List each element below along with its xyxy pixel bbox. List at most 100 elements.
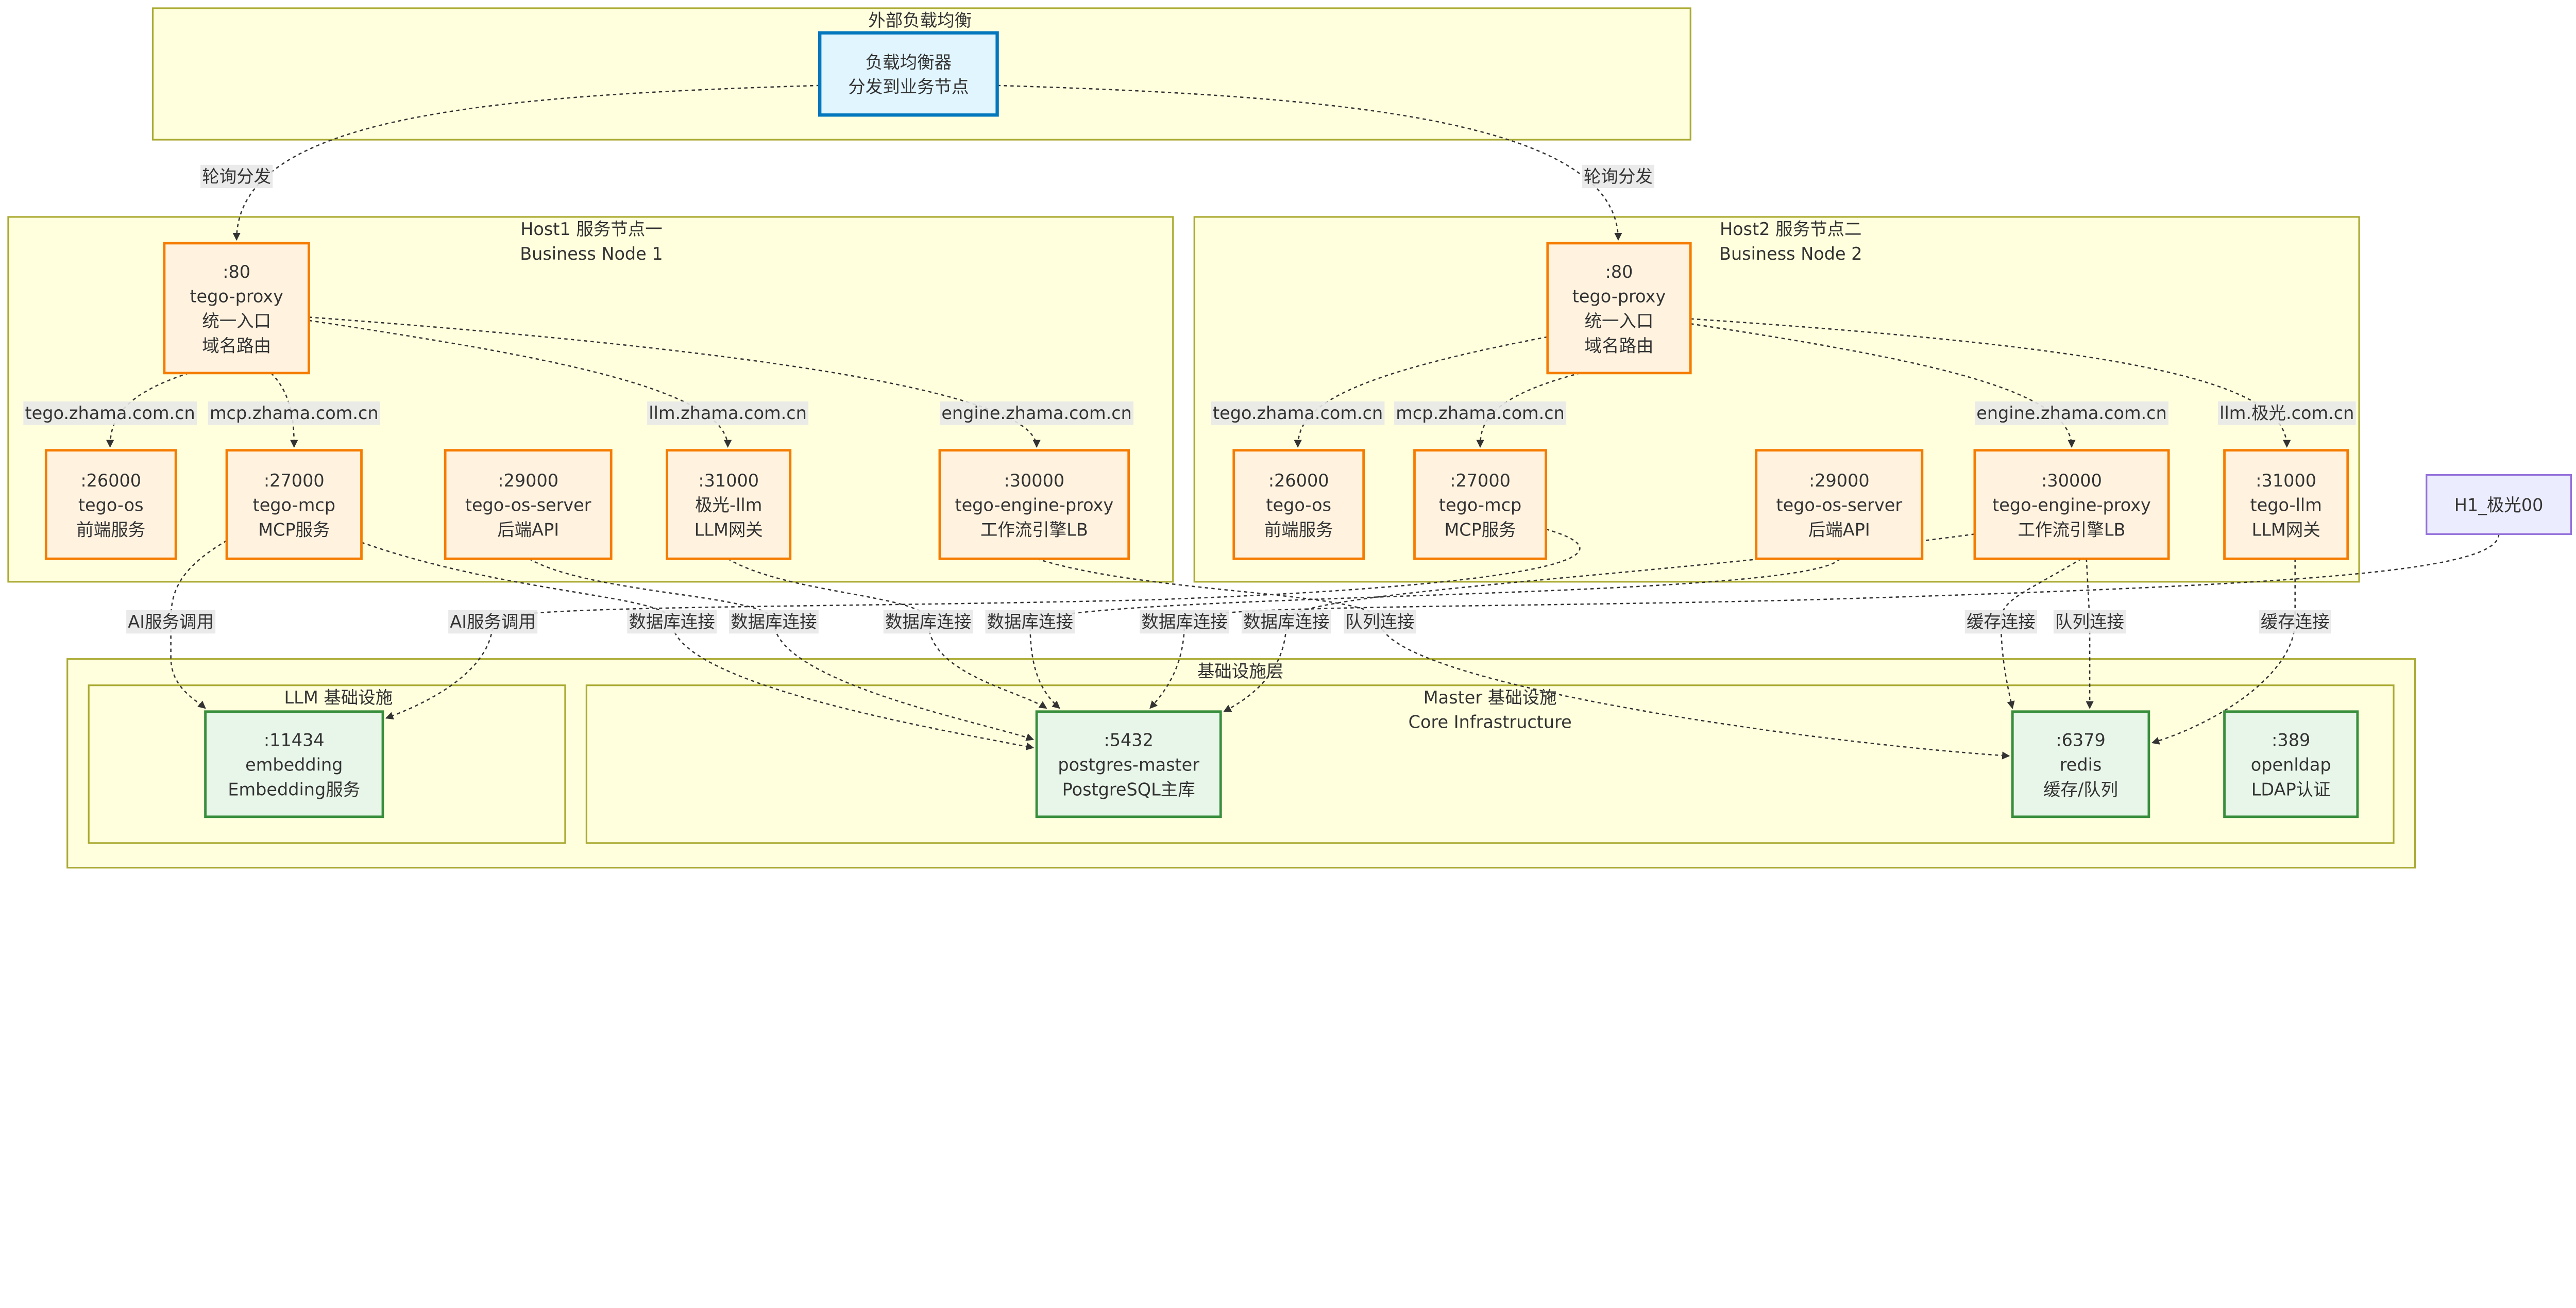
edge-label-text: tego.zhama.com.cn xyxy=(25,403,195,423)
cluster-title: Master 基础设施 xyxy=(1423,687,1557,708)
edge-label-text: AI服务调用 xyxy=(450,612,536,632)
node-label: tego-proxy xyxy=(190,287,283,307)
node-label: 统一入口 xyxy=(202,311,271,331)
node-label: tego-engine-proxy xyxy=(1992,495,2151,515)
nodes: 负载均衡器分发到业务节点:80tego-proxy统一入口域名路由:26000t… xyxy=(44,31,2572,818)
node-box xyxy=(1755,449,1924,560)
edge-label: tego.zhama.com.cn xyxy=(23,401,197,425)
edge-label-bg xyxy=(647,401,809,425)
node-label: Embedding服务 xyxy=(228,779,360,799)
node-label: :26000 xyxy=(80,471,141,491)
node-label: tego-mcp xyxy=(253,495,335,515)
node-box xyxy=(818,31,999,117)
node-label: tego-os-server xyxy=(1776,495,1902,515)
edge-label-bg xyxy=(985,610,1075,634)
edge-label-text: 轮询分发 xyxy=(1584,166,1653,187)
edge-label: 数据库连接 xyxy=(729,610,819,634)
edge-label-text: 数据库连接 xyxy=(731,612,817,632)
edge-label-bg xyxy=(23,401,197,425)
edge-label-text: AI服务调用 xyxy=(128,612,214,632)
edge-label-bg xyxy=(1975,401,2168,425)
edge-label-bg xyxy=(1582,164,1655,189)
node-label: :31000 xyxy=(698,471,759,491)
node-label: tego-os xyxy=(78,495,144,515)
edge-label-text: engine.zhama.com.cn xyxy=(941,403,1132,423)
edge-label: 缓存连接 xyxy=(2259,610,2331,634)
edge-label-bg xyxy=(2217,401,2356,425)
edge-label-bg xyxy=(208,401,380,425)
edge-label-text: engine.zhama.com.cn xyxy=(1976,403,2167,423)
architecture-diagram: 外部负载均衡 Host1 服务节点一 Business Node 1 Host2… xyxy=(7,7,2572,869)
cluster-subtitle: Business Node 2 xyxy=(1719,244,1862,264)
edge-label-text: 缓存连接 xyxy=(1967,612,2036,632)
edge-lb-to-h1-proxy xyxy=(232,85,820,241)
node-box xyxy=(2426,474,2572,535)
cluster-title: Host1 服务节点一 xyxy=(520,219,662,239)
edge-label-bg xyxy=(627,610,717,634)
edge-label-text: mcp.zhama.com.cn xyxy=(1396,403,1565,423)
node-label: embedding xyxy=(245,755,343,775)
node-label: :30000 xyxy=(2041,471,2102,491)
node-label: 缓存/队列 xyxy=(2043,779,2118,799)
node-box xyxy=(1546,242,1692,375)
edge-h2-mcp-to-embedding xyxy=(385,528,1581,719)
node-h1-jiguang[interactable]: H1_极光00 xyxy=(2426,474,2572,535)
node-label: tego-os-server xyxy=(465,495,591,515)
node-label: 域名路由 xyxy=(202,336,271,356)
node-label: tego-os xyxy=(1266,495,1331,515)
cluster-title: Host2 服务节点二 xyxy=(1720,219,1861,239)
edge-label: 队列连接 xyxy=(2053,610,2126,634)
node-label: tego-mcp xyxy=(1439,495,1521,515)
edge-label: llm.zhama.com.cn xyxy=(647,401,809,425)
edge-h2-engine-to-redis xyxy=(2086,559,2094,709)
node-label: :80 xyxy=(1605,262,1633,282)
edge-label-text: 数据库连接 xyxy=(987,612,1073,632)
node-label: tego-llm xyxy=(2250,495,2321,515)
edge-label-text: llm.极光.com.cn xyxy=(2219,403,2354,423)
node-label: 负载均衡器 xyxy=(866,52,952,72)
node-label: LDAP认证 xyxy=(2251,779,2331,799)
edge-label: 数据库连接 xyxy=(985,610,1075,634)
node-label: MCP服务 xyxy=(1444,520,1516,540)
edge-label: tego.zhama.com.cn xyxy=(1211,401,1385,425)
node-label: 域名路由 xyxy=(1585,336,1654,356)
node-label: tego-engine-proxy xyxy=(955,495,1113,515)
edge-label-bg xyxy=(729,610,819,634)
edge-h2-llm-to-redis xyxy=(2151,559,2296,745)
node-label: tego-proxy xyxy=(1572,287,1666,307)
node-label: :29000 xyxy=(1809,471,1870,491)
edge-lb-to-h2-proxy xyxy=(997,85,1622,241)
edge-label-bg xyxy=(1241,610,1331,634)
edge-label-bg xyxy=(2053,610,2126,634)
edge-label: 数据库连接 xyxy=(1140,610,1229,634)
node-box xyxy=(163,242,310,375)
edge-label-bg xyxy=(2259,610,2331,634)
node-label: :27000 xyxy=(1450,471,1511,491)
node-box xyxy=(444,449,613,560)
edge-label-bg xyxy=(1140,610,1229,634)
node-label: 分发到业务节点 xyxy=(848,77,969,97)
node-label: openldap xyxy=(2251,755,2331,775)
edge-label: engine.zhama.com.cn xyxy=(940,401,1134,425)
node-label: PostgreSQL主库 xyxy=(1062,779,1195,799)
edge-label-bg xyxy=(940,401,1134,425)
cluster-title: 外部负载均衡 xyxy=(868,10,972,30)
